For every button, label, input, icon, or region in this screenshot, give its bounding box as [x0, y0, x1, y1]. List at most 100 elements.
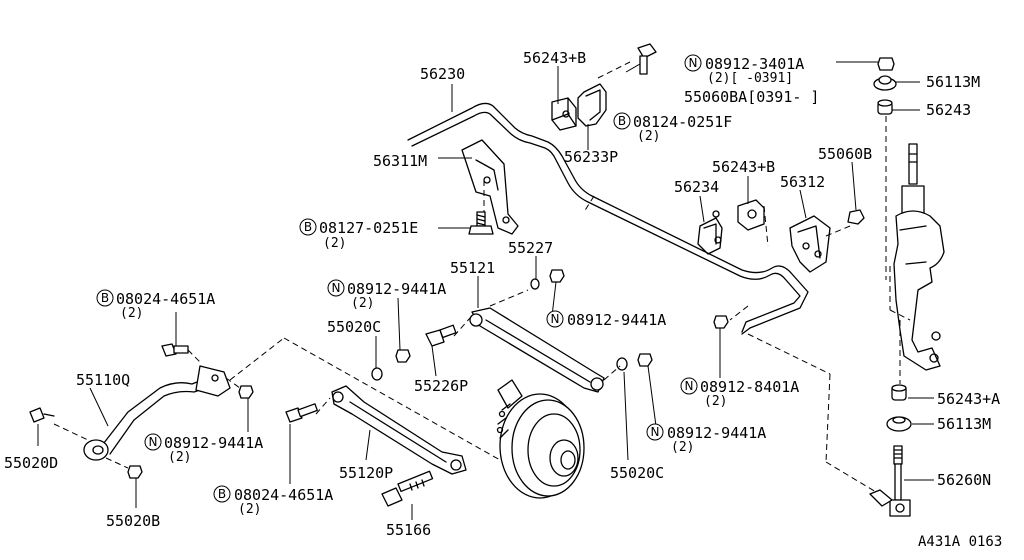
label-55020d: 55020D	[4, 454, 58, 472]
leader-lines	[37, 61, 934, 520]
label-08912-8401a: 08912-8401A	[700, 378, 799, 396]
nut-prefix-letter: N	[551, 312, 560, 326]
prefix-markers: B B B B N N N N N N	[96, 54, 702, 503]
bolt-08127	[468, 211, 494, 235]
washer-56113m-lower	[886, 416, 912, 432]
label-55020b: 55020B	[106, 512, 160, 530]
label-08912-9441a-upper-left: 08912-9441A	[347, 280, 446, 298]
label-56113m-top: 56113M	[926, 73, 980, 91]
label-56234: 56234	[674, 178, 719, 196]
label-08912-9441a-upper-right: 08912-9441A	[567, 311, 666, 329]
label-08024-top-qty: (2)	[120, 306, 143, 321]
nut-55060b	[847, 209, 865, 225]
nut-prefix-letter: N	[651, 425, 660, 439]
nut-lateral-link	[238, 385, 254, 399]
label-56113m-lower: 56113M	[937, 415, 991, 433]
diagram-reference-code: A431A 0163	[918, 534, 1002, 550]
stabilizer-bracket-left	[461, 139, 519, 235]
lateral-link-55110q	[83, 365, 231, 461]
washer-56113m-top	[873, 75, 897, 91]
nut-prefix-marker	[680, 377, 698, 395]
label-56243b-top: 56243+B	[523, 49, 586, 67]
label-08024-4651a-bottom: 08024-4651A	[234, 486, 333, 504]
bolt-55020d	[29, 407, 55, 423]
nut-prefix-letter: N	[689, 56, 698, 70]
label-55166: 55166	[386, 521, 431, 539]
label-08124-0251f: 08124-0251F	[633, 113, 732, 131]
label-56311m: 56311M	[373, 152, 427, 170]
label-08912-9441a-lower-left: 08912-9441A	[164, 434, 263, 452]
label-56243b-mid: 56243+B	[712, 158, 775, 176]
washer-nut-55020c-right	[616, 353, 653, 371]
label-08124-qty: (2)	[637, 129, 660, 144]
label-55121: 55121	[450, 259, 495, 277]
bolt-55226p	[425, 324, 457, 347]
label-56312: 56312	[780, 173, 825, 191]
label-55060ba: 55060BA[0391- ]	[684, 88, 819, 106]
nut-prefix-marker	[546, 310, 564, 328]
nut-top-right	[877, 57, 895, 71]
bushing-56243	[877, 99, 893, 115]
bolt-08124	[637, 43, 657, 75]
bracket-56312	[789, 215, 851, 273]
label-55020c-right: 55020C	[610, 464, 664, 482]
bolt-prefix-letter: B	[304, 220, 312, 234]
nut-55020b	[127, 465, 143, 479]
label-08912-3401a-qty: (2)[ -0391]	[707, 71, 793, 86]
label-55060b: 55060B	[818, 145, 872, 163]
alignment-lines	[53, 305, 749, 469]
bolt-prefix-marker	[299, 218, 317, 236]
bolt-prefix-marker	[96, 289, 114, 307]
label-56243-top: 56243	[926, 101, 971, 119]
lower-link-55120p	[331, 385, 467, 475]
label-56230: 56230	[420, 65, 465, 83]
label-08912-9441a-lower-right: 08912-9441A	[667, 424, 766, 442]
label-08912-9441a-lower-right-qty: (2)	[671, 440, 694, 455]
washer-nut-55020c-left	[371, 349, 411, 381]
nut-prefix-marker	[327, 279, 345, 297]
label-08127-qty: (2)	[323, 236, 346, 251]
part-labels: 56230 56311M 08127-0251E (2) 56243+B 081…	[4, 49, 1002, 550]
bolt-08024-top	[161, 343, 189, 357]
label-55226p: 55226P	[414, 377, 468, 395]
nut-prefix-marker	[144, 433, 162, 451]
nut-prefix-letter: N	[332, 281, 341, 295]
bracket-56234	[697, 210, 723, 255]
label-08912-3401a: 08912-3401A	[705, 55, 804, 73]
label-08024-4651a-top: 08024-4651A	[116, 290, 215, 308]
bushing-56243b-mid	[737, 199, 769, 247]
clamp-56233p	[577, 61, 631, 127]
bolt-prefix-letter: B	[218, 487, 226, 501]
label-55110q: 55110Q	[76, 371, 130, 389]
bushing-56243b-top	[551, 97, 577, 131]
label-56260n: 56260N	[937, 471, 991, 489]
label-08024-bottom-qty: (2)	[238, 502, 261, 517]
upper-link-55121	[469, 289, 605, 393]
label-56243a: 56243+A	[937, 390, 1000, 408]
bushing-56243a	[891, 384, 907, 401]
label-08912-8401a-qty: (2)	[704, 394, 727, 409]
bolt-prefix-letter: B	[101, 291, 109, 305]
shock-absorber	[885, 116, 945, 384]
nut-08912-8401a	[713, 315, 729, 329]
bolt-prefix-marker	[613, 112, 631, 130]
label-55120p: 55120P	[339, 464, 393, 482]
bolt-prefix-letter: B	[618, 114, 626, 128]
label-08912-9441a-lower-left-qty: (2)	[168, 450, 191, 465]
stabilizer-bar	[407, 102, 809, 335]
nut-prefix-letter: N	[149, 435, 158, 449]
nut-55121-top	[549, 269, 565, 283]
bolt-08024-bottom	[285, 403, 318, 423]
nut-prefix-letter: N	[685, 379, 694, 393]
label-56233p: 56233P	[564, 148, 618, 166]
label-55227: 55227	[508, 239, 553, 257]
label-55020c-left: 55020C	[327, 318, 381, 336]
bolt-prefix-marker	[213, 485, 231, 503]
label-08127-0251e: 08127-0251E	[319, 219, 418, 237]
connecting-rod-56260n	[869, 445, 911, 517]
washer-55227	[530, 278, 540, 290]
label-08912-9441a-upper-left-qty: (2)	[351, 296, 374, 311]
nut-prefix-marker	[684, 54, 702, 72]
